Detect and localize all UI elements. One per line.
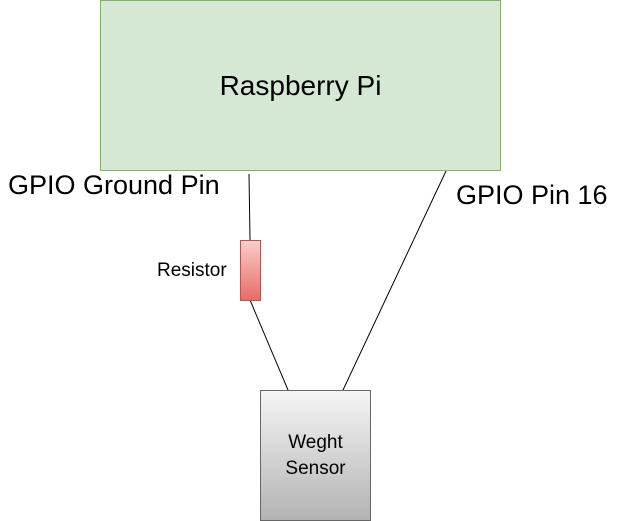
gpio-pin-16-label: GPIO Pin 16 <box>456 180 608 210</box>
resistor-node <box>240 240 261 301</box>
wire-pi-to-resistor <box>248 173 251 241</box>
wire-resistor-to-sensor <box>249 299 289 391</box>
resistor-label: Resistor <box>157 260 227 281</box>
raspberry-pi-label: Raspberry Pi <box>219 69 382 101</box>
wire-pi-to-sensor <box>342 170 447 391</box>
weight-sensor-label: Weght Sensor <box>285 431 346 479</box>
raspberry-pi-node: Raspberry Pi <box>100 0 501 171</box>
weight-sensor-node: Weght Sensor <box>260 390 371 521</box>
gpio-ground-pin-label: GPIO Ground Pin <box>8 170 220 200</box>
